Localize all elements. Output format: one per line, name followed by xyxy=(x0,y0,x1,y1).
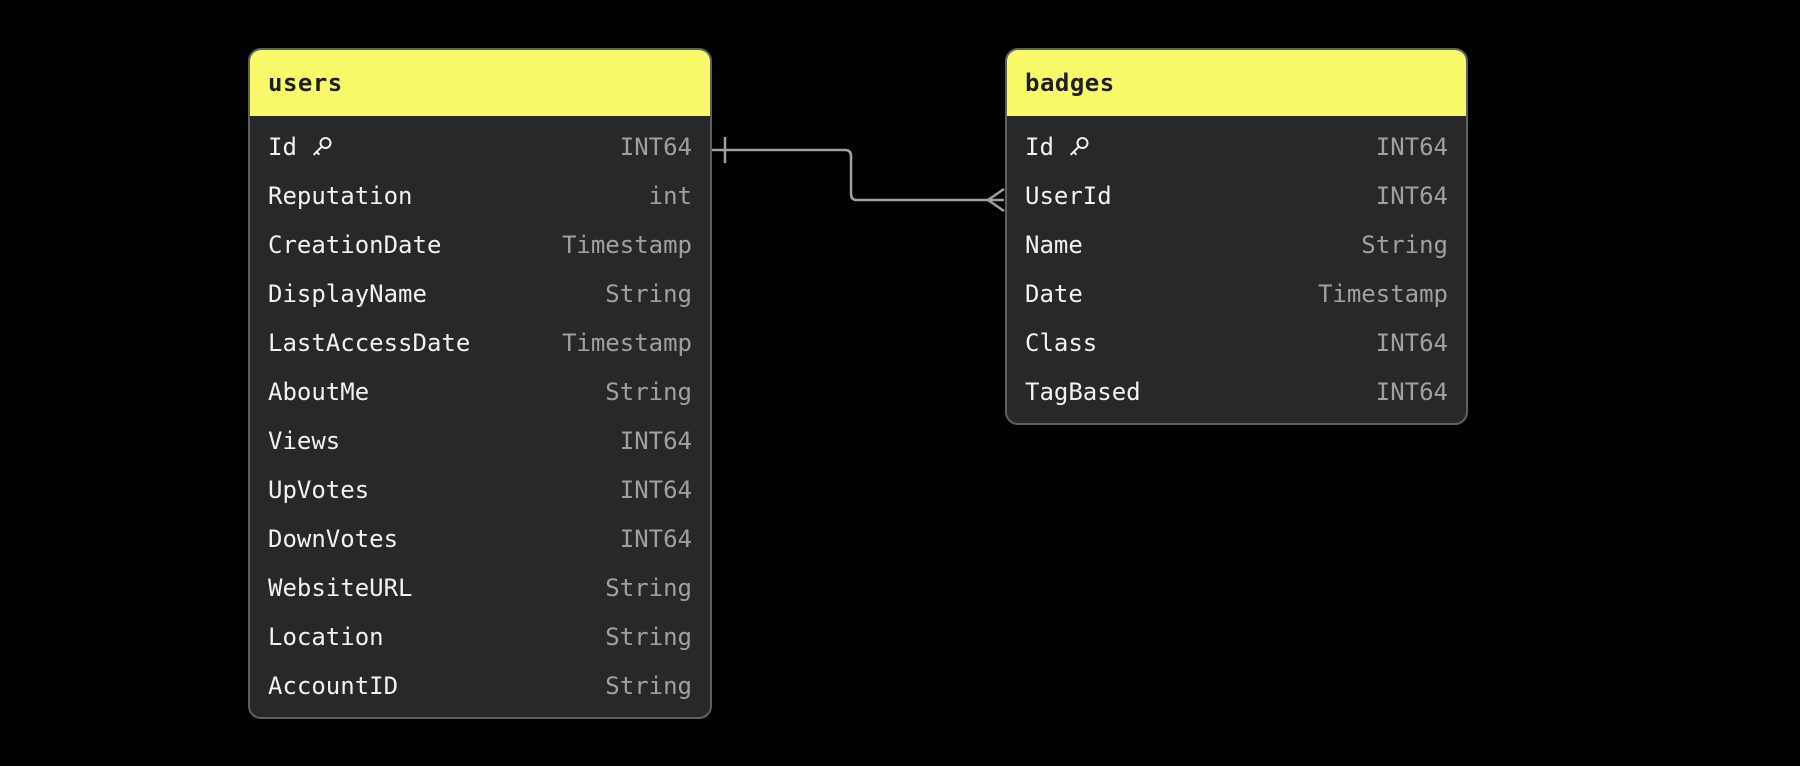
column-row[interactable]: LastAccessDate Timestamp xyxy=(250,319,710,368)
column-name: Date xyxy=(1025,280,1083,308)
column-type: String xyxy=(605,623,692,651)
column-row[interactable]: Reputation int xyxy=(250,172,710,221)
column-name: DownVotes xyxy=(268,525,399,553)
column-name: TagBased xyxy=(1025,378,1141,406)
table-badges-columns: Id INT64 UserId xyxy=(1007,116,1466,423)
column-type: INT64 xyxy=(619,525,692,553)
column-row[interactable]: AccountID String xyxy=(250,662,710,711)
column-name: Id xyxy=(1025,133,1054,161)
column-name: DisplayName xyxy=(268,280,427,308)
column-name: Class xyxy=(1025,329,1098,357)
column-type: INT64 xyxy=(1375,378,1448,406)
column-type: String xyxy=(605,378,692,406)
column-row[interactable]: CreationDate Timestamp xyxy=(250,221,710,270)
column-row[interactable]: Location String xyxy=(250,613,710,662)
column-type: INT64 xyxy=(1375,133,1448,161)
relationship-line[interactable] xyxy=(712,148,988,202)
column-name: Location xyxy=(268,623,384,651)
primary-key-icon xyxy=(1065,134,1092,161)
table-badges-header[interactable]: badges xyxy=(1007,50,1466,116)
column-type: INT64 xyxy=(1375,182,1448,210)
column-name: LastAccessDate xyxy=(268,329,471,357)
column-type: String xyxy=(605,574,692,602)
column-row[interactable]: Date Timestamp xyxy=(1007,270,1466,319)
table-badges-title: badges xyxy=(1025,69,1115,97)
column-row[interactable]: Name String xyxy=(1007,221,1466,270)
table-users-columns: Id INT64 Reputation xyxy=(250,116,710,717)
column-name: AccountID xyxy=(268,672,399,700)
column-name: Reputation xyxy=(268,182,413,210)
column-name: WebsiteURL xyxy=(268,574,413,602)
table-badges[interactable]: badges Id INT64 xyxy=(1005,48,1468,425)
column-row[interactable]: UpVotes INT64 xyxy=(250,466,710,515)
column-type: String xyxy=(605,672,692,700)
column-type: INT64 xyxy=(619,133,692,161)
column-name: UserId xyxy=(1025,182,1112,210)
column-row[interactable]: Class INT64 xyxy=(1007,319,1466,368)
column-type: Timestamp xyxy=(1317,280,1448,308)
column-name: Views xyxy=(268,427,341,455)
column-type: Timestamp xyxy=(561,231,692,259)
column-name: CreationDate xyxy=(268,231,442,259)
column-name: UpVotes xyxy=(268,476,370,504)
column-row[interactable]: AboutMe String xyxy=(250,368,710,417)
column-row[interactable]: Id INT64 xyxy=(1007,123,1466,172)
column-row[interactable]: DownVotes INT64 xyxy=(250,515,710,564)
column-row[interactable]: Views INT64 xyxy=(250,417,710,466)
column-type: INT64 xyxy=(1375,329,1448,357)
column-type: String xyxy=(1361,231,1448,259)
column-name: Id xyxy=(268,133,297,161)
column-row[interactable]: DisplayName String xyxy=(250,270,710,319)
table-users[interactable]: users Id INT64 xyxy=(248,48,712,719)
column-row[interactable]: Id INT64 xyxy=(250,123,710,172)
column-type: Timestamp xyxy=(561,329,692,357)
column-type: INT64 xyxy=(619,476,692,504)
column-row[interactable]: TagBased INT64 xyxy=(1007,368,1466,417)
column-type: String xyxy=(605,280,692,308)
primary-key-icon xyxy=(308,134,335,161)
table-users-title: users xyxy=(268,69,343,97)
column-type: int xyxy=(648,182,692,210)
column-type: INT64 xyxy=(619,427,692,455)
column-name: Name xyxy=(1025,231,1083,259)
table-users-header[interactable]: users xyxy=(250,50,710,116)
cardinality-many-marker xyxy=(987,187,1005,213)
column-name: AboutMe xyxy=(268,378,370,406)
column-row[interactable]: WebsiteURL String xyxy=(250,564,710,613)
column-row[interactable]: UserId INT64 xyxy=(1007,172,1466,221)
